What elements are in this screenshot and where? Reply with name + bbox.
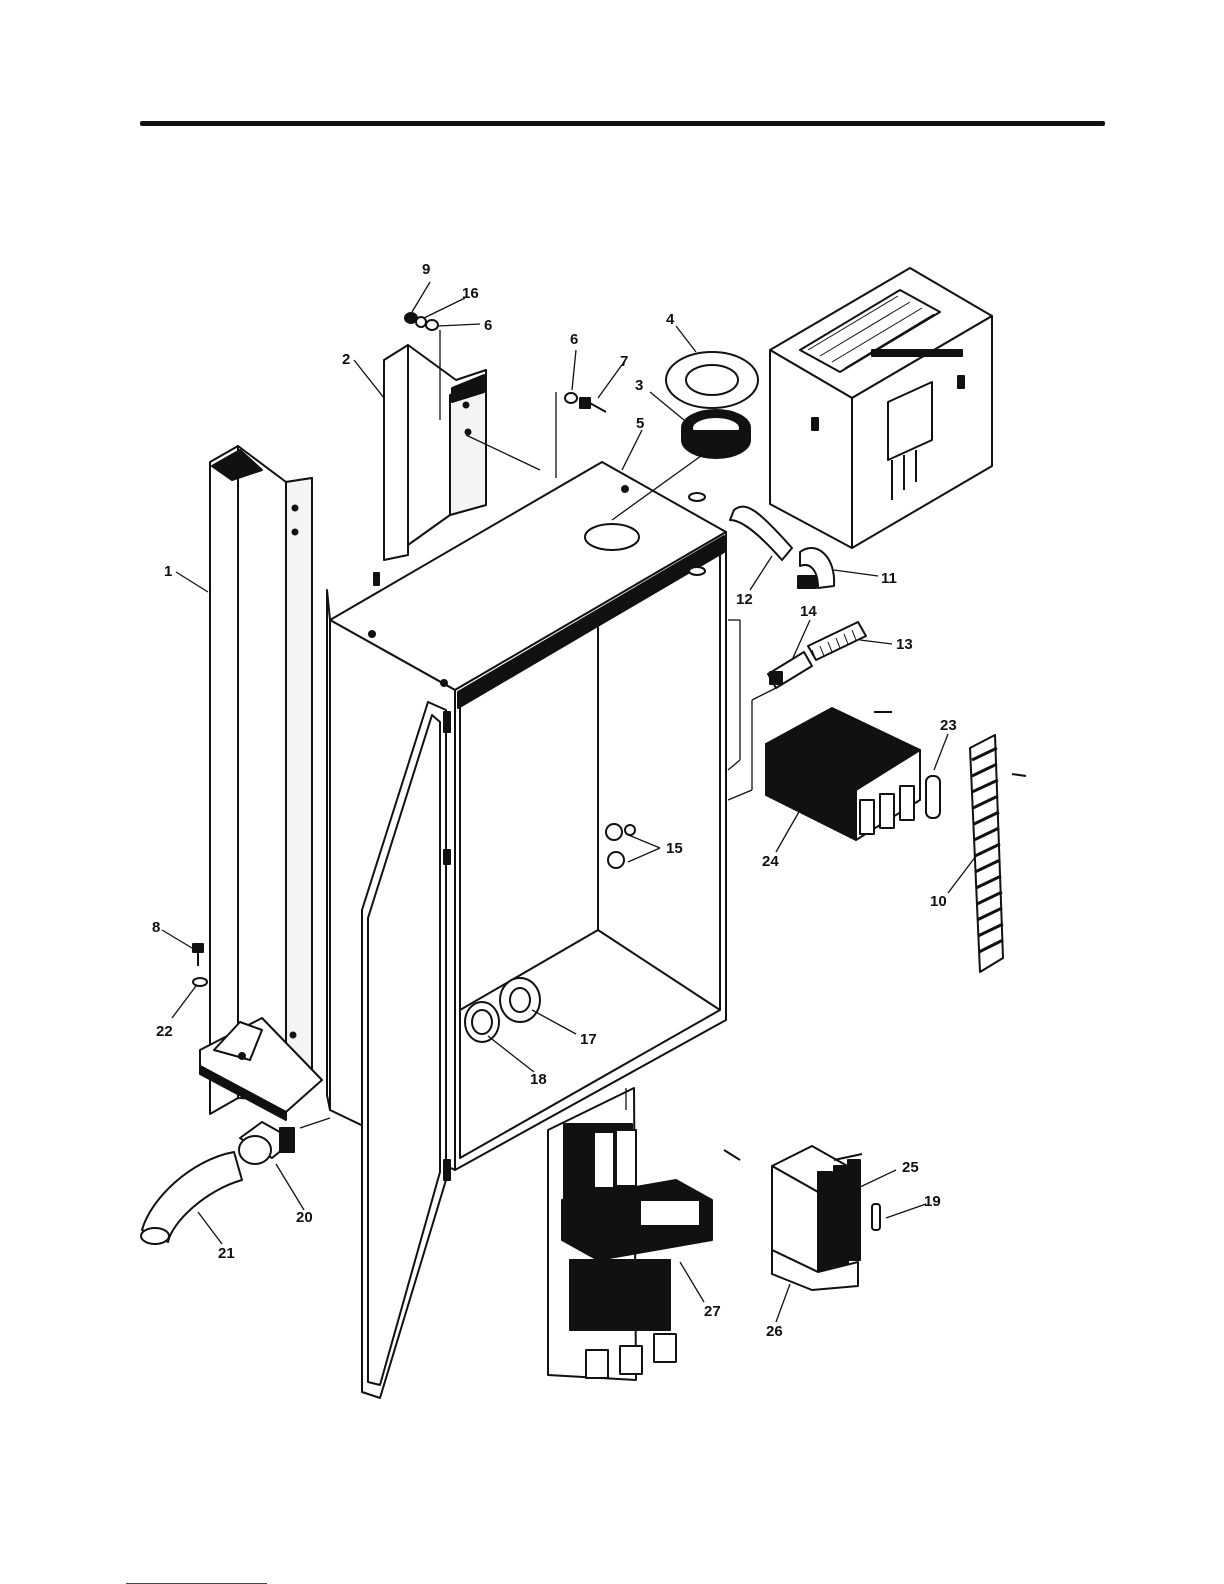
callout-16: 16 [462,285,479,302]
callout-1: 1 [164,563,172,580]
callout-4: 4 [666,311,675,328]
transformer-block [766,708,920,840]
contactor [772,1146,860,1272]
terminal-strip [970,735,1026,972]
motor-starter [548,1088,740,1380]
callout-15: 15 [666,840,683,857]
callout-2: 2 [342,351,350,368]
callout-3: 3 [635,377,643,394]
callout-21: 21 [218,1245,235,1262]
callout-18: 18 [530,1071,547,1088]
straight-connector [768,652,812,688]
callout-5: 5 [636,415,644,432]
callout-25: 25 [902,1159,919,1176]
callout-8: 8 [152,919,160,936]
channel-post-rear [384,345,486,560]
conduit-hub [500,978,540,1022]
channel-post-left [200,446,322,1120]
callout-7: 7 [620,353,628,370]
callout-13: 13 [896,636,913,653]
liquidtight-fitting [239,1122,294,1164]
callout-26: 26 [766,1323,783,1340]
fuse-cartridge [926,776,940,818]
callout-20: 20 [296,1209,313,1226]
gasket-ring [666,352,758,408]
callout-19: 19 [924,1193,941,1210]
locknut [465,1002,499,1042]
callout-10: 10 [930,893,947,910]
callout-27: 27 [704,1303,721,1320]
callout-14: 14 [800,603,817,620]
callout-23: 23 [940,717,957,734]
flexible-hose-short [730,507,792,560]
callout-6-upper: 6 [570,331,578,348]
callout-9: 9 [422,261,430,278]
ring-locknut [682,410,750,458]
callout-11: 11 [881,570,897,587]
flexible-conduit-large [141,1152,242,1244]
fuse-small [872,1204,880,1230]
nut-washer-stack [405,313,438,330]
anchor-bolt [193,944,207,986]
flex-conduit [808,622,866,660]
callout-17: 17 [580,1031,597,1048]
air-conditioning-unit [770,268,992,548]
callout-22: 22 [156,1023,173,1040]
elbow-fitting [798,548,834,588]
callout-24: 24 [762,853,779,870]
callout-6-top: 6 [484,317,492,334]
callout-12: 12 [736,591,753,608]
